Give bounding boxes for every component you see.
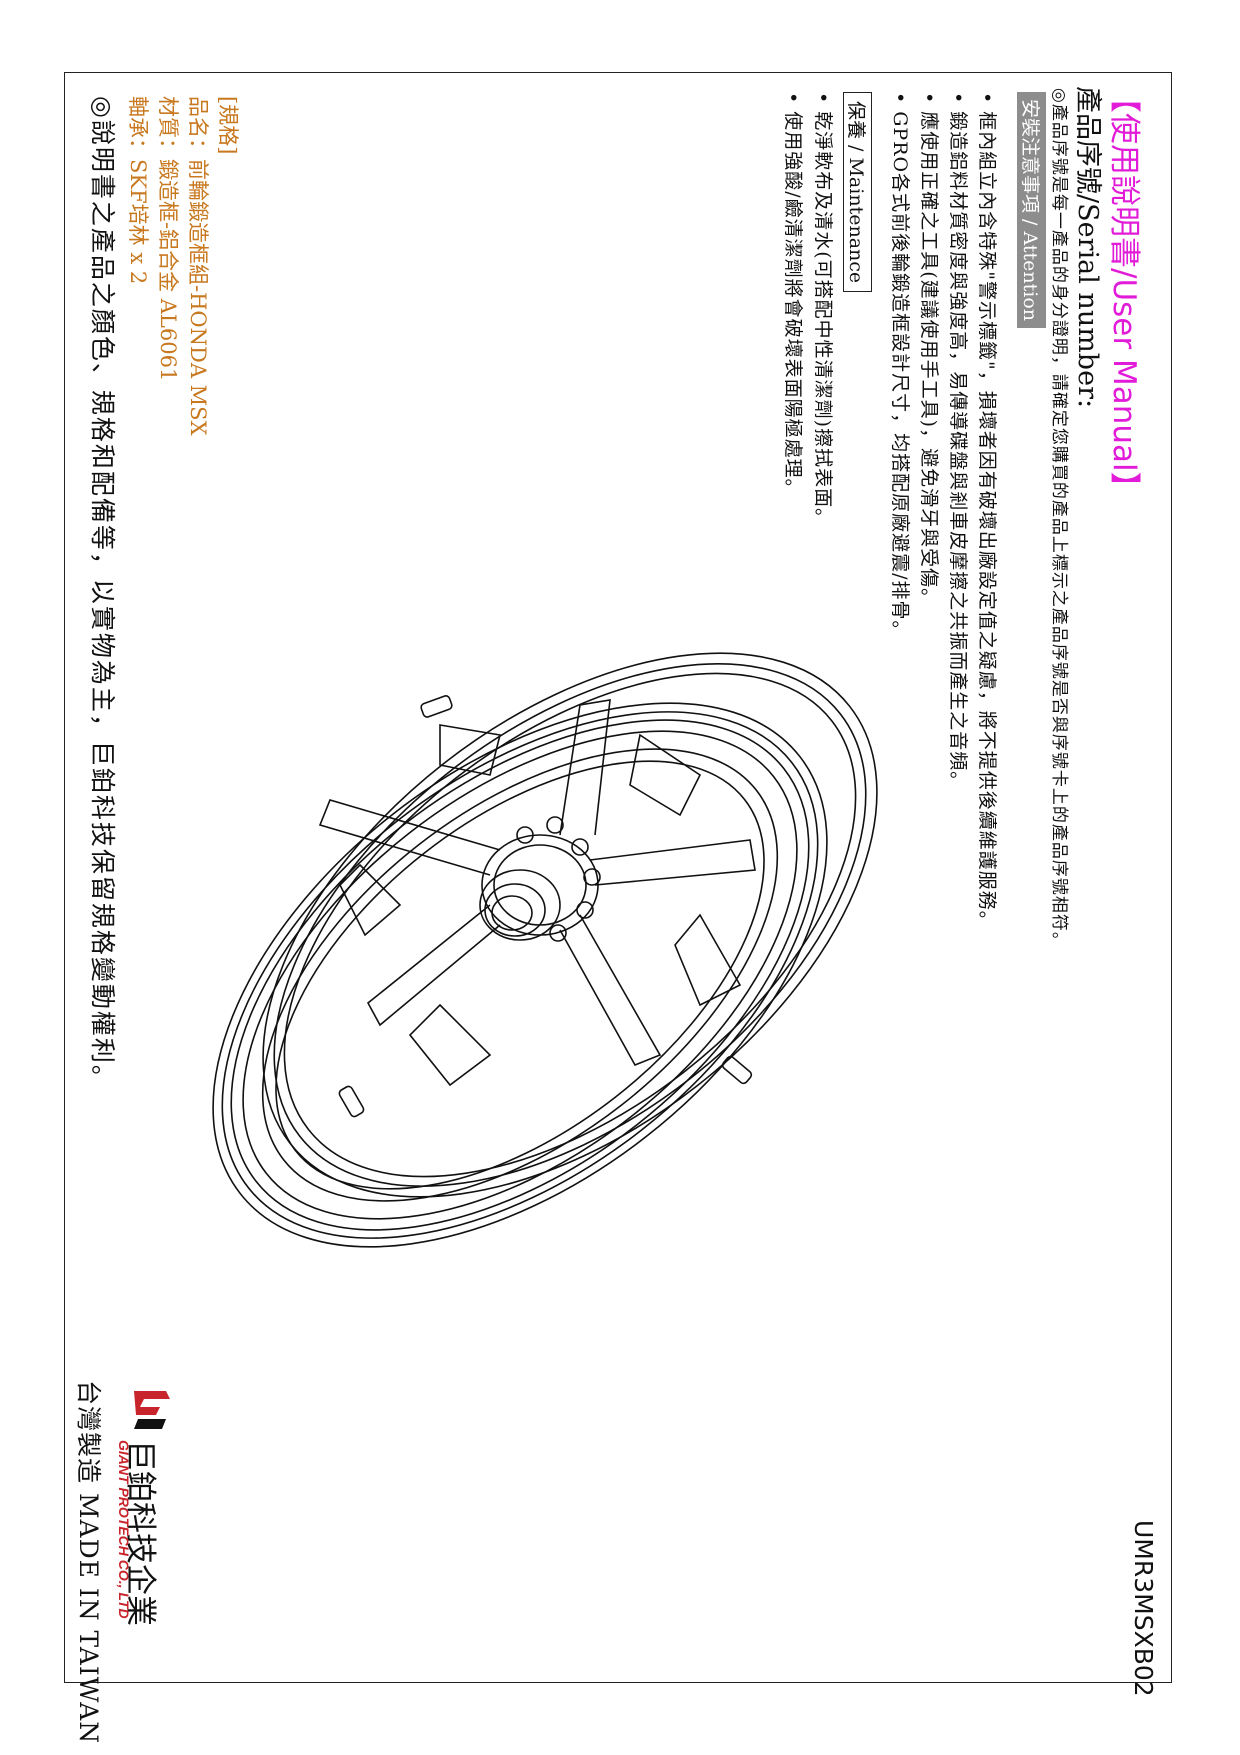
spec-name: 品名：前輪鍛造框組-HONDA MSX — [186, 96, 210, 436]
serial-heading: 產品序號/Serial number: — [1072, 86, 1103, 409]
spec-heading: [規格] — [216, 96, 240, 155]
maintenance-heading: 保養 / Maintenance — [843, 92, 872, 293]
manual-title: 【使用說明書/User Manual】 — [1106, 82, 1142, 503]
attention-item: • 應使用正確之工具(建議使用手工具)，避免滑牙與受傷。 — [918, 92, 940, 609]
serial-note: ◎產品序號是每一產品的身分證明，請確定您購買的產品上標示之產品序號是否與序號卡上… — [1049, 88, 1069, 950]
attention-item: • 鍛造鋁料材質密度與強度高，易傳導碟盤與剎車皮摩擦之共振而產生之音頻。 — [947, 92, 969, 792]
spec-bearing: 軸承：SKF培林 x 2 — [126, 96, 150, 285]
attention-heading: 安裝注意事項 / Attention — [1017, 92, 1046, 329]
attention-item: • GPRO各式前後輪鍛造框設計尺寸，均搭配原廠避震/排骨。 — [889, 92, 911, 641]
maintenance-item: • 使用強酸/鹼清潔劑將會破壞表面陽極處理。 — [782, 92, 804, 499]
wheel-drawing — [212, 652, 878, 1248]
attention-item: • 框內組立內含特殊"警示標籤"，損壞者因有破壞出廠設定值之疑慮，將不提供後續維… — [976, 92, 998, 931]
attention-heading-wrap: 安裝注意事項 / Attention — [1017, 92, 1046, 329]
disclaimer-notice: ◎說明書之產品之顏色、規格和配備等，以實物為主，巨鉑科技保留規格變動權利。 — [88, 96, 117, 1092]
gpro-logo-icon — [134, 1391, 170, 1429]
made-in-taiwan: 台灣製造 MADE IN TAIWAN — [74, 1380, 103, 1745]
spec-material: 材質：鍛造框-鋁合金 AL6061 — [156, 96, 180, 382]
company-name-en: GIANT PROTECH CO., LTD — [116, 1440, 132, 1619]
maintenance-heading-wrap: 保養 / Maintenance — [843, 92, 872, 293]
page-border — [64, 72, 1172, 1683]
maintenance-item: • 乾淨軟布及清水(可搭配中性清潔劑)擦拭表面。 — [812, 92, 834, 529]
document-code: UMR3MSXB02 — [1129, 1520, 1158, 1697]
